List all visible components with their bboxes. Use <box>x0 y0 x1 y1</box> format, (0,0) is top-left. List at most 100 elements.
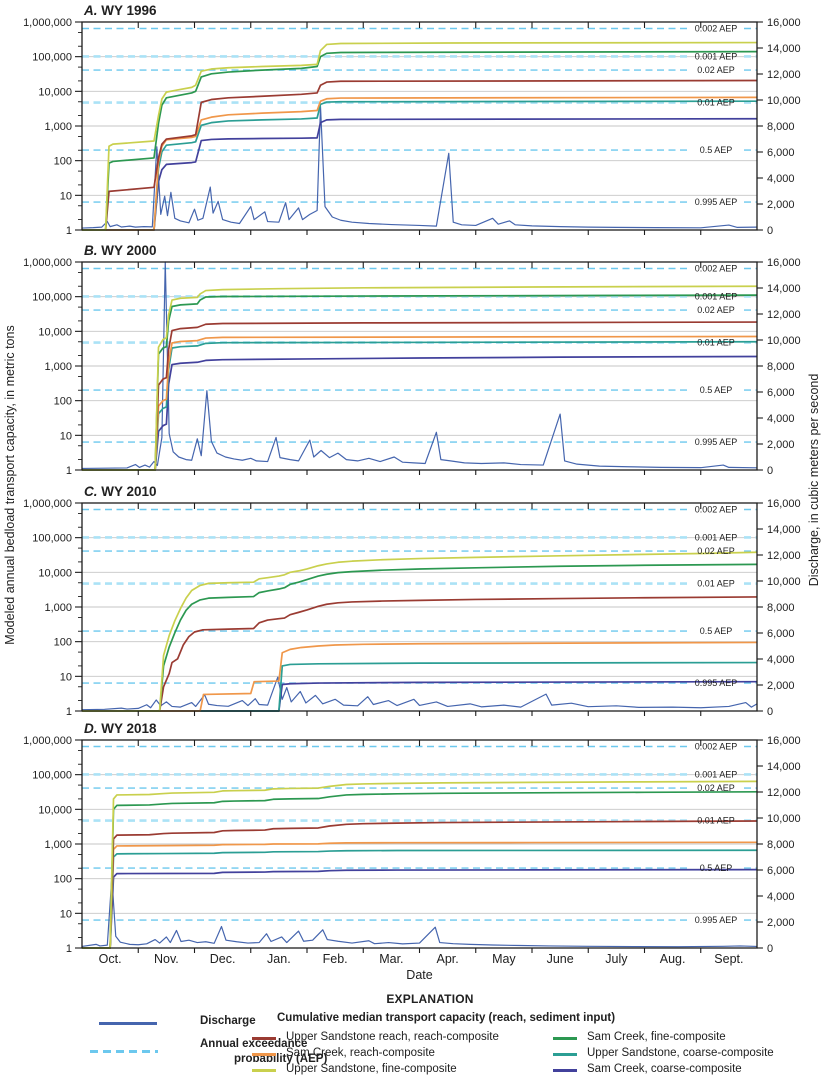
aep-label: 0.995 AEP <box>695 678 738 688</box>
upper-sandstone-fine-composite-line <box>82 551 758 712</box>
legend-aep-label-line2: probability (AEP) <box>234 1053 328 1065</box>
svg-text:1,000,000: 1,000,000 <box>23 257 72 269</box>
month-label: May <box>492 952 516 966</box>
aep-label: 0.5 AEP <box>700 385 733 395</box>
upper-sandstone-reach-composite-line <box>82 79 758 231</box>
upper-sandstone-reach-composite-line <box>82 321 758 471</box>
aep-label: 0.002 AEP <box>695 24 738 34</box>
aep-label: 0.02 AEP <box>697 305 735 315</box>
month-label: Jan. <box>267 952 291 966</box>
svg-text:0: 0 <box>767 225 773 237</box>
upper-sandstone-coarse-swatch <box>553 1053 577 1056</box>
aep-label: 0.995 AEP <box>695 915 738 925</box>
month-label: Apr. <box>437 952 459 966</box>
svg-text:2,000: 2,000 <box>767 439 795 451</box>
svg-text:1: 1 <box>66 943 72 955</box>
svg-text:2,000: 2,000 <box>767 199 795 211</box>
svg-text:14,000: 14,000 <box>767 43 801 55</box>
svg-text:2,000: 2,000 <box>767 917 795 929</box>
sam-creek-coarse-swatch <box>553 1069 577 1072</box>
aep-label: 0.001 AEP <box>695 291 738 301</box>
svg-text:16,000: 16,000 <box>767 257 801 269</box>
svg-text:1: 1 <box>66 706 72 718</box>
legend-item-upper-sandstone-fine: Upper Sandstone, fine-composite <box>286 1063 457 1075</box>
svg-text:4,000: 4,000 <box>767 654 795 666</box>
legend-item-sam-creek-reach: Sam Creek, reach-composite <box>286 1047 435 1059</box>
sam-creek-reach-swatch <box>252 1053 276 1056</box>
upper-sandstone-fine-swatch <box>252 1069 276 1072</box>
svg-text:14,000: 14,000 <box>767 283 801 295</box>
sam-creek-coarse-composite-line <box>82 868 758 949</box>
svg-text:8,000: 8,000 <box>767 361 795 373</box>
svg-text:16,000: 16,000 <box>767 735 801 747</box>
x-axis-label: Date <box>406 968 432 982</box>
legend-discharge-label: Discharge <box>200 1015 256 1027</box>
svg-text:1,000,000: 1,000,000 <box>23 17 72 29</box>
svg-text:1: 1 <box>66 225 72 237</box>
aep-label: 0.02 AEP <box>697 65 735 75</box>
svg-text:12,000: 12,000 <box>767 69 801 81</box>
legend-title: EXPLANATION <box>386 992 474 1006</box>
month-label: Aug. <box>660 952 686 966</box>
panel-title: A. WY 1996 <box>83 3 157 18</box>
svg-text:10: 10 <box>60 190 72 202</box>
svg-text:10,000: 10,000 <box>767 335 801 347</box>
svg-text:4,000: 4,000 <box>767 413 795 425</box>
month-label: July <box>605 952 628 966</box>
aep-label: 0.01 AEP <box>697 98 735 108</box>
upper-sandstone-coarse-composite-line <box>82 849 758 949</box>
svg-text:6,000: 6,000 <box>767 147 795 159</box>
sam-creek-fine-composite-line <box>82 790 758 949</box>
svg-text:8,000: 8,000 <box>767 602 795 614</box>
legend-item-upper-sandstone-reach: Upper Sandstone reach, reach-composite <box>286 1031 499 1043</box>
panel-title: C. WY 2010 <box>84 484 157 499</box>
svg-text:100: 100 <box>54 156 72 168</box>
aep-label: 0.001 AEP <box>695 769 738 779</box>
svg-text:10,000: 10,000 <box>767 576 801 588</box>
upper-sandstone-coarse-composite-line <box>82 661 758 712</box>
month-label: Mar. <box>379 952 403 966</box>
sam-creek-fine-swatch <box>553 1037 577 1040</box>
svg-text:10,000: 10,000 <box>38 86 72 98</box>
upper-sandstone-coarse-composite-line <box>82 100 758 231</box>
sam-creek-reach-composite-line <box>82 641 758 712</box>
sam-creek-coarse-composite-line <box>82 117 758 231</box>
sam-creek-fine-composite-line <box>82 563 758 712</box>
svg-text:100: 100 <box>54 637 72 649</box>
svg-text:1,000,000: 1,000,000 <box>23 735 72 747</box>
legend-capacity-header: Cumulative median transport capacity (re… <box>277 1012 616 1024</box>
svg-text:1,000: 1,000 <box>44 361 72 373</box>
legend-aep-label-line1: Annual exceedance <box>200 1038 308 1050</box>
svg-text:10,000: 10,000 <box>38 567 72 579</box>
upper-sandstone-fine-composite-line <box>82 780 758 949</box>
svg-text:0: 0 <box>767 943 773 955</box>
svg-text:10,000: 10,000 <box>38 804 72 816</box>
svg-text:100: 100 <box>54 874 72 886</box>
aep-label: 0.01 AEP <box>697 816 735 826</box>
svg-text:6,000: 6,000 <box>767 865 795 877</box>
aep-label: 0.001 AEP <box>695 51 738 61</box>
legend-item-sam-creek-coarse: Sam Creek, coarse-composite <box>587 1063 742 1075</box>
svg-text:4,000: 4,000 <box>767 173 795 185</box>
upper-sandstone-coarse-composite-line <box>82 340 758 471</box>
upper-sandstone-fine-composite-line <box>82 285 758 471</box>
aep-label: 0.01 AEP <box>697 338 735 348</box>
sam-creek-fine-composite-line <box>82 50 758 231</box>
panel-B: 1101001,00010,000100,0001,000,00002,0004… <box>23 243 801 477</box>
aep-label: 0.5 AEP <box>700 626 733 636</box>
svg-text:1: 1 <box>66 465 72 477</box>
aep-dashed-line-swatch <box>90 1050 158 1053</box>
svg-text:16,000: 16,000 <box>767 498 801 510</box>
svg-text:1,000: 1,000 <box>44 839 72 851</box>
svg-text:100,000: 100,000 <box>32 292 72 304</box>
svg-text:100: 100 <box>54 396 72 408</box>
aep-label: 0.001 AEP <box>695 532 738 542</box>
aep-label: 0.01 AEP <box>697 579 735 589</box>
upper-sandstone-fine-composite-line <box>82 41 758 231</box>
svg-text:14,000: 14,000 <box>767 524 801 536</box>
svg-text:100,000: 100,000 <box>32 770 72 782</box>
svg-text:1,000: 1,000 <box>44 121 72 133</box>
svg-text:1,000,000: 1,000,000 <box>23 498 72 510</box>
legend-item-upper-sandstone-coarse: Upper Sandstone, coarse-composite <box>587 1047 774 1059</box>
